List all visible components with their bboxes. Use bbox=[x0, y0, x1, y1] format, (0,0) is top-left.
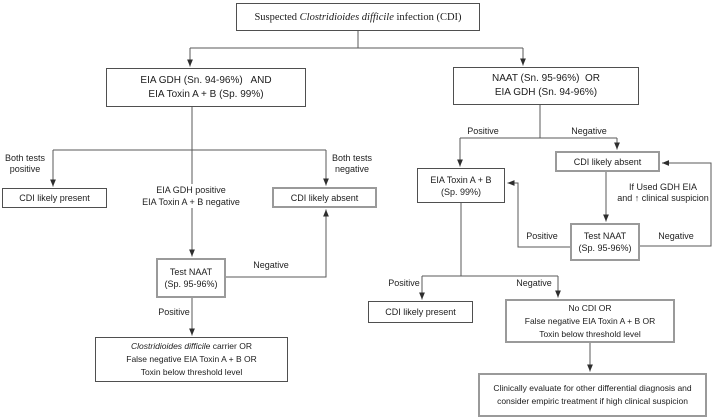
edge-label-right-split-positive: Positive bbox=[455, 126, 511, 137]
edge-label-toxin-positive: Positive bbox=[376, 278, 432, 289]
edge-label-both-tests-negative: Both tests negative bbox=[326, 153, 378, 175]
node-text-line: CDI likely absent bbox=[573, 156, 642, 167]
edge-label-line: positive bbox=[9, 164, 41, 174]
edge-label-gdh-positive-toxin-negative: EIA GDH positive EIA Toxin A + B negativ… bbox=[116, 184, 266, 208]
edge-label-right-naat-positive: Positive bbox=[514, 231, 570, 242]
edge-label-line: EIA Toxin A + B negative bbox=[142, 197, 240, 207]
node-text-line: EIA Toxin A + B (Sp. 99%) bbox=[148, 88, 264, 100]
node-eia-gdh-and-toxin: EIA GDH (Sn. 94-96%) AND EIA Toxin A + B… bbox=[106, 68, 306, 107]
node-cdi-likely-present-right: CDI likely present bbox=[368, 301, 473, 323]
node-text-line: No CDI OR bbox=[568, 302, 612, 313]
edge-label-line: negative bbox=[334, 164, 370, 174]
edge-label-line: Negative bbox=[253, 260, 289, 270]
connector-trunks bbox=[53, 31, 617, 277]
edge-label-left-naat-positive: Positive bbox=[146, 307, 202, 318]
edge-label-toxin-negative: Negative bbox=[506, 278, 562, 289]
node-text-line: EIA GDH (Sn. 94-96%) bbox=[494, 87, 598, 98]
node-text: Suspected bbox=[254, 11, 300, 23]
edge-label-both-tests-positive: Both tests positive bbox=[0, 153, 50, 175]
node-text-line: (Sp. 99%) bbox=[440, 186, 482, 197]
edge-label-right-naat-negative: Negative bbox=[648, 231, 704, 242]
node-text-line: Toxin below threshold level bbox=[140, 367, 243, 377]
node-text-line: NAAT (Sn. 95-96%) OR bbox=[492, 73, 600, 84]
node-text-line: Test NAAT bbox=[583, 231, 627, 241]
node-text-line: False negative EIA Toxin A + B OR bbox=[126, 354, 257, 364]
node-text-line: EIA Toxin A + B bbox=[430, 174, 492, 185]
node-text-line: (Sp. 95-96%) bbox=[578, 243, 632, 253]
node-test-naat-right: Test NAAT (Sp. 95-96%) bbox=[570, 223, 640, 261]
node-text-line: Test NAAT bbox=[169, 267, 213, 277]
node-text-line: Clinically evaluate for other differenti… bbox=[493, 383, 692, 393]
edge-label-line: Positive bbox=[388, 278, 420, 288]
edge-label-line: Negative bbox=[516, 278, 552, 288]
node-test-naat-left: Test NAAT (Sp. 95-96%) bbox=[156, 258, 226, 298]
node-text-line: CDI likely present bbox=[385, 307, 456, 317]
node-cdi-likely-present-left: CDI likely present bbox=[2, 188, 107, 208]
edge-label-line: Negative bbox=[571, 126, 607, 136]
edge-label-left-naat-negative: Negative bbox=[243, 260, 299, 271]
edge-label-line: EIA GDH positive bbox=[156, 185, 226, 195]
arrow-naat-right-negative bbox=[640, 160, 712, 247]
node-text-line: False negative EIA Toxin A + B OR bbox=[524, 315, 656, 326]
node-eia-toxin-a-b: EIA Toxin A + B (Sp. 99%) bbox=[417, 168, 505, 203]
node-cdi-likely-absent-left: CDI likely absent bbox=[272, 187, 377, 208]
node-no-cdi-or-false-negative: No CDI OR False negative EIA Toxin A + B… bbox=[505, 299, 675, 343]
edge-label-line: Both tests bbox=[331, 153, 373, 163]
edge-label-line: Both tests bbox=[4, 153, 46, 163]
node-cdi-likely-absent-right: CDI likely absent bbox=[555, 151, 660, 172]
node-text-line: Clostridioides difficile carrier OR bbox=[131, 340, 252, 353]
node-text-line: CDI likely absent bbox=[290, 192, 359, 203]
node-text-line: (Sp. 95-96%) bbox=[164, 279, 218, 289]
node-text-line: Suspected Clostridioides difficile infec… bbox=[254, 11, 461, 24]
node-text: infection (CDI) bbox=[393, 11, 462, 23]
node-text-line: CDI likely present bbox=[19, 193, 90, 203]
edge-label-line: If Used GDH EIA bbox=[628, 182, 698, 192]
edge-label-line: Positive bbox=[526, 231, 558, 241]
edge-label-line: Positive bbox=[467, 126, 499, 136]
edge-label-right-split-negative: Negative bbox=[561, 126, 617, 137]
node-carrier-or-false-negative: Clostridioides difficile carrier OR Fals… bbox=[95, 337, 288, 382]
node-text-line: consider empiric treatment if high clini… bbox=[497, 396, 688, 406]
node-clinical-evaluation: Clinically evaluate for other differenti… bbox=[478, 373, 707, 417]
arrow-naat-right-positive bbox=[507, 180, 570, 248]
edge-label-line: Negative bbox=[658, 231, 694, 241]
node-text-line: EIA GDH (Sn. 94-96%) AND bbox=[140, 74, 272, 86]
arrow-naat-left-negative bbox=[226, 209, 329, 278]
species-name-italic: Clostridioides difficile bbox=[131, 341, 211, 351]
edge-label-line: Positive bbox=[158, 307, 190, 317]
node-text-line: Toxin below threshold level bbox=[539, 328, 641, 339]
node-text: carrier OR bbox=[210, 341, 252, 351]
edge-label-line: and ↑ clinical suspicion bbox=[617, 193, 709, 203]
edge-label-if-used-gdh-eia: If Used GDH EIA and ↑ clinical suspicion bbox=[611, 182, 715, 204]
node-naat-or-eia-gdh: NAAT (Sn. 95-96%) OR EIA GDH (Sn. 94-96%… bbox=[453, 67, 639, 105]
species-name-italic: Clostridioides difficile bbox=[299, 11, 394, 23]
node-suspected-cdi: Suspected Clostridioides difficile infec… bbox=[236, 3, 480, 31]
